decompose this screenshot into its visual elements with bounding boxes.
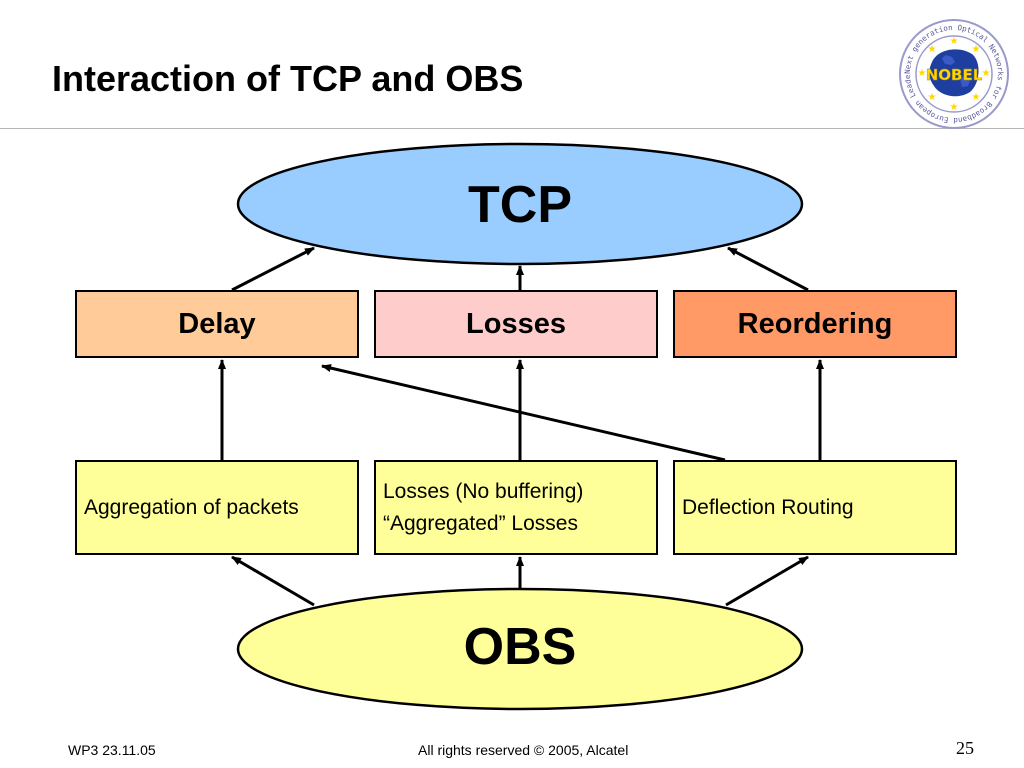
- aggregated-losses-text: “Aggregated” Losses: [383, 512, 578, 535]
- svg-text:★: ★: [918, 68, 927, 79]
- obs-label: OBS: [463, 618, 577, 676]
- svg-text:★: ★: [928, 92, 937, 103]
- slide-title: Interaction of TCP and OBS: [52, 58, 524, 99]
- arrow-delay-to-tcp: [231, 246, 315, 292]
- aggregation-of-packets-text: Aggregation of packets: [84, 495, 299, 519]
- losses-box: Losses: [374, 290, 658, 358]
- losses-no-buffering-text: Losses (No buffering): [383, 480, 584, 503]
- delay-box: Delay: [75, 290, 359, 358]
- svg-text:★: ★: [950, 102, 959, 113]
- nobel-logo-icon: Next generation Optical Networks for Bro…: [898, 18, 1009, 129]
- aggregation-of-packets-box: Aggregation of packets: [75, 460, 359, 555]
- reordering-box: Reordering: [673, 290, 957, 358]
- logo-wordmark: NOBEL: [926, 66, 983, 84]
- svg-text:★: ★: [982, 68, 991, 79]
- title-divider: [0, 128, 1024, 129]
- svg-text:★: ★: [972, 92, 981, 103]
- tcp-label: TCP: [468, 176, 572, 234]
- footer-left: WP3 23.11.05: [68, 742, 156, 758]
- svg-text:★: ★: [972, 44, 981, 55]
- tcp-ellipse: [236, 142, 804, 266]
- losses-cause-box: Losses (No buffering) “Aggregated” Losse…: [374, 460, 658, 555]
- deflection-routing-text: Deflection Routing: [682, 495, 854, 519]
- svg-text:★: ★: [950, 36, 959, 47]
- footer-copyright: All rights reserved © 2005, Alcatel: [418, 742, 629, 758]
- deflection-routing-box: Deflection Routing: [673, 460, 957, 555]
- page-number: 25: [956, 738, 974, 758]
- arrow-deflection-to-delay: [321, 364, 726, 462]
- arrow-reordering-to-tcp: [727, 246, 809, 292]
- arrow-obs-to-aggregation: [231, 555, 315, 607]
- arrow-obs-to-deflection: [725, 555, 809, 607]
- svg-text:★: ★: [928, 44, 937, 55]
